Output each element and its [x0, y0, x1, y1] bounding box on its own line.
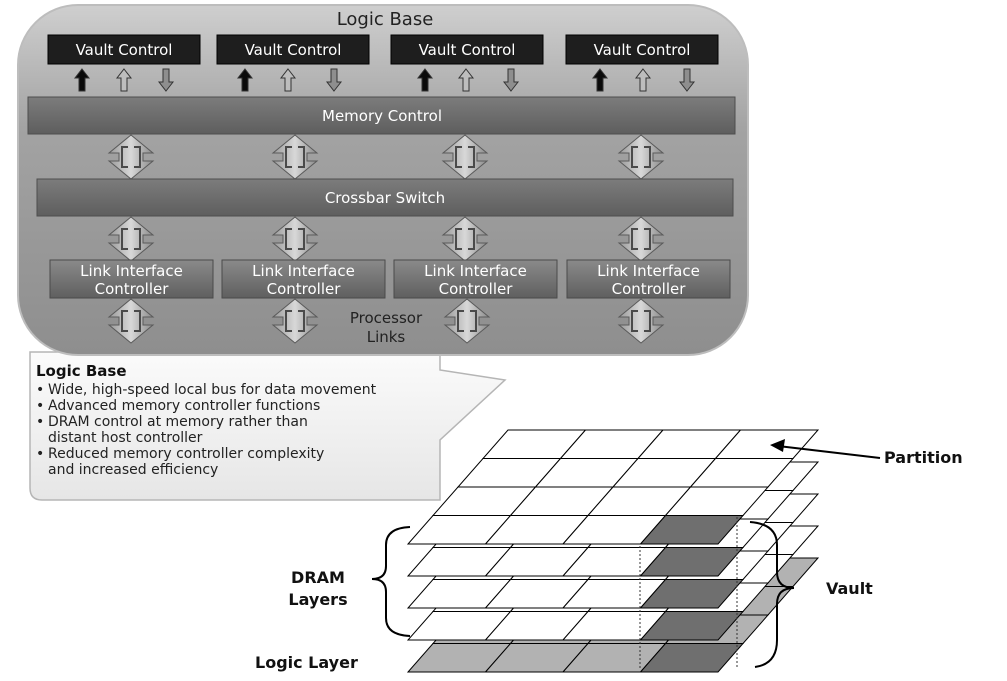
crossbar-switch-label: Crossbar Switch	[325, 189, 445, 207]
link-controller-label-line1: Link Interface	[597, 262, 700, 280]
vault-control-box: Vault Control	[47, 34, 201, 65]
processor-links-line2: Links	[367, 328, 406, 346]
link-controller-label-line2: Controller	[95, 280, 170, 298]
callout-bullet-text: and increased efficiency	[48, 462, 218, 478]
callout-bullet: •DRAM control at memory rather thandista…	[36, 414, 308, 446]
callout-bullet: •Advanced memory controller functions	[36, 398, 320, 414]
callout-bullet-text: DRAM control at memory rather than	[48, 414, 308, 430]
dram-layer-1	[406, 429, 820, 545]
panel-title: Logic Base	[337, 9, 434, 30]
vault-control-row: Vault Control Vault Control Vault Control V…	[47, 34, 719, 65]
dram-layers-label-line1: DRAM	[291, 568, 345, 587]
processor-links-line1: Processor	[350, 309, 423, 327]
link-controller-label-line2: Controller	[612, 280, 687, 298]
link-controller-label-line1: Link Interface	[424, 262, 527, 280]
logic-base-callout: Logic Base •Wide, high-speed local bus f…	[29, 351, 507, 501]
partition-cell	[639, 547, 745, 577]
callout-bullet-text: distant host controller	[48, 430, 203, 446]
logic-layer-label: Logic Layer	[255, 653, 358, 672]
bullet-marker: •	[36, 414, 44, 430]
vault-control-label: Vault Control	[594, 41, 691, 59]
callout-bullet-text: Reduced memory controller complexity	[48, 446, 324, 462]
crossbar-switch-bar: Crossbar Switch	[36, 178, 734, 217]
partition-cell	[639, 515, 745, 545]
vault-control-label: Vault Control	[419, 41, 516, 59]
callout-bullet: •Reduced memory controller complexityand…	[36, 446, 324, 478]
callout-bullet-text: Wide, high-speed local bus for data move…	[48, 382, 377, 398]
dram-layers-annotation: DRAM Layers	[288, 526, 411, 637]
callout-bullet-text: Advanced memory controller functions	[48, 398, 320, 414]
partition-label: Partition	[884, 448, 963, 467]
vault-control-label: Vault Control	[245, 41, 342, 59]
vault-control-label: Vault Control	[76, 41, 173, 59]
bullet-marker: •	[36, 382, 44, 398]
callout-heading: Logic Base	[36, 362, 127, 380]
bullet-marker: •	[36, 398, 44, 414]
dram-stack-illustration	[406, 429, 820, 673]
vault-annotation: Vault	[749, 521, 873, 668]
vault-column-edges	[639, 517, 738, 668]
vault-control-box: Vault Control	[390, 34, 544, 65]
partition-cell	[639, 579, 745, 609]
bullet-marker: •	[36, 446, 44, 462]
partition-cell	[639, 611, 745, 641]
link-controller-label-line2: Controller	[439, 280, 514, 298]
memory-control-label: Memory Control	[322, 107, 442, 125]
link-controller-label-line1: Link Interface	[252, 262, 355, 280]
memory-control-bar: Memory Control	[27, 96, 736, 135]
partition-cell	[639, 643, 745, 673]
partition-annotation: Partition	[770, 439, 963, 467]
link-controller-label-line2: Controller	[267, 280, 342, 298]
dram-layers-label-line2: Layers	[288, 590, 347, 609]
callout-bullet: •Wide, high-speed local bus for data mov…	[36, 382, 377, 398]
callout-bullet-list: •Wide, high-speed local bus for data mov…	[36, 382, 377, 478]
vault-control-box: Vault Control	[565, 34, 719, 65]
vault-label: Vault	[826, 579, 873, 598]
vault-control-box: Vault Control	[216, 34, 370, 65]
link-controller-label-line1: Link Interface	[80, 262, 183, 280]
